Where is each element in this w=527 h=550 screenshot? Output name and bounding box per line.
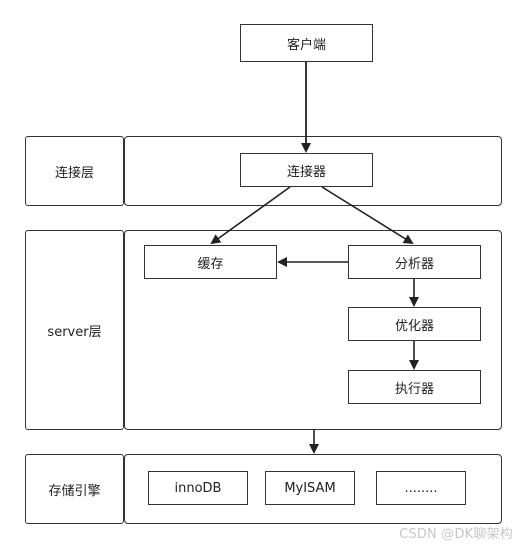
- cache-box: 缓存: [144, 245, 277, 279]
- engine-myisam-box: MyISAM: [265, 471, 355, 505]
- server-layer-frame: [124, 230, 502, 430]
- connection-layer-frame: [124, 136, 502, 206]
- storage-layer-label: 存储引擎: [25, 454, 124, 524]
- watermark: CSDN @DK聊架构: [399, 527, 513, 542]
- optimizer-box: 优化器: [348, 307, 481, 341]
- analyzer-box: 分析器: [348, 245, 481, 279]
- storage-layer-frame: [124, 454, 502, 524]
- connection-layer-label: 连接层: [25, 136, 124, 206]
- executor-box: 执行器: [348, 370, 481, 404]
- server-layer-label: server层: [25, 230, 124, 430]
- arrow-connector-to-cache: [210, 186, 291, 245]
- client-box: 客户端: [240, 24, 373, 62]
- engine-innodb-box: innoDB: [148, 471, 248, 505]
- connector-box: 连接器: [240, 153, 373, 187]
- arrow-connector-to-analyzer: [321, 186, 414, 245]
- engine-more-box: ........: [376, 471, 466, 505]
- client-label: 客户端: [286, 37, 326, 53]
